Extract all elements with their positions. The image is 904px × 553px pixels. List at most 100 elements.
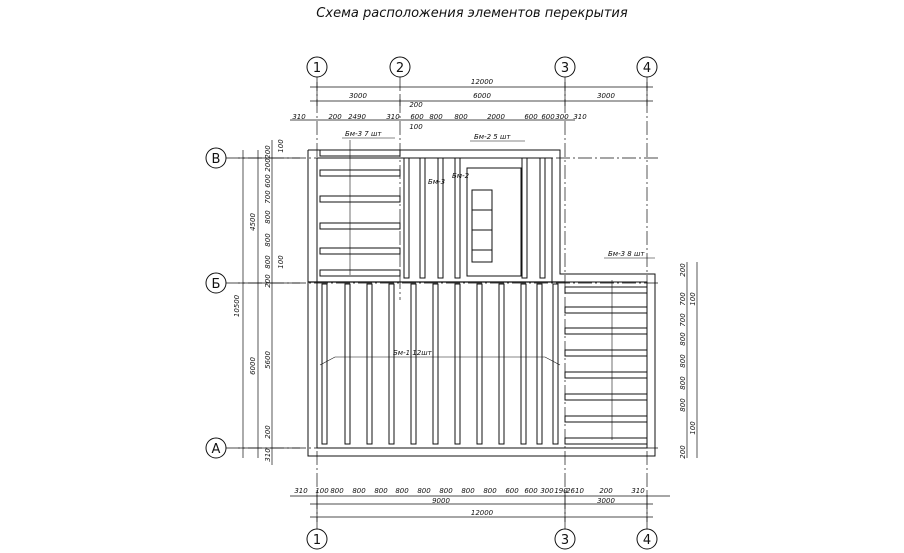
axis-lines [226,77,660,529]
label-bm3-7: Бм-3 7 шт [345,130,382,138]
dim-left-span: 4500 [249,213,257,231]
dim-left-span: 6000 [249,357,257,375]
top-detail-dims: 310 200 2490 310 600 800 800 2000 600 60… [292,113,587,121]
dim-left-detail: 310 [264,448,272,462]
axis-3-top: 3 [561,61,569,76]
dim-top-100: 100 [409,123,423,131]
axis-V: В [212,152,221,167]
dim-left-span-1-wrap: 4500 [249,213,257,231]
dim-left-detail: 200 [264,274,272,288]
stair-opening [466,167,522,277]
dim-top-detail: 600 [410,113,424,121]
dim-bottom-detail: 800 [483,487,497,495]
dim-right-detail: 100 [689,421,697,435]
dim-bottom-detail: 800 [439,487,453,495]
dim-top-detail: 600 [524,113,538,121]
dim-left-detail: 600 [264,174,272,188]
dim-bottom-span-2: 3000 [597,497,615,505]
dim-top-span-3: 3000 [597,92,615,100]
dim-right-detail: 700 [679,292,687,306]
dim-bottom-detail: 190 [554,487,568,495]
dim-left-detail: 100 [277,139,285,153]
dim-right-detail: 800 [679,332,687,346]
left-dimensions [238,140,300,465]
dim-top-detail: 300 [555,113,569,121]
dim-bottom-detail: 600 [505,487,519,495]
dim-top-detail: 310 [292,113,306,121]
dim-right-detail: 700 [679,313,687,327]
dim-top-detail: 800 [429,113,443,121]
dim-left-sub-1-wrap: 5600 [264,351,272,369]
dim-bottom-detail: 800 [417,487,431,495]
dim-bottom-detail: 800 [374,487,388,495]
dim-top-detail: 800 [454,113,468,121]
dim-left-detail: 800 [264,255,272,269]
axis-markers-bottom: 1 3 4 [306,528,658,550]
right-detail-dims: 200 700 100 700 800 800 800 800 100 200 [679,263,697,459]
dim-top-detail: 600 [541,113,555,121]
dim-top-detail: 2490 [348,113,366,121]
dim-left-detail: 800 [264,233,272,247]
axis-A: А [212,442,221,457]
beams-lower-main [308,281,565,445]
label-bm1-12: Бм-1 12шт [393,349,433,357]
dim-left-detail: 700 [264,190,272,204]
dim-bottom-detail: 2610 [566,487,584,495]
dim-left-sub-2-wrap: 200 [264,425,272,439]
dim-left-total-wrap: 10500 [233,294,241,317]
axis-3-bottom: 3 [561,533,569,548]
dim-left-detail: 100 [277,255,285,269]
label-bm3-small: Бм-3 [428,178,445,186]
dim-bottom-detail: 800 [461,487,475,495]
dim-bottom-detail: 310 [294,487,308,495]
dim-bottom-detail: 800 [352,487,366,495]
dim-bottom-total: 12000 [471,509,494,517]
dim-top-span-2: 6000 [473,92,491,100]
axis-4-top: 4 [643,61,651,76]
dim-top-detail: 2000 [487,113,505,121]
dim-left-span-2-wrap: 6000 [249,357,257,375]
dim-bottom-detail: 100 [315,487,329,495]
drawing-title: Схема расположения элементов перекрытия [316,6,628,21]
label-bm2-small: Бм-2 [452,172,470,180]
label-bm2-5: Бм-2 5 шт [474,133,511,141]
beams-right [564,280,648,445]
dim-left-sub: 200 [264,425,272,439]
dim-left-detail: 200 [264,158,272,172]
dim-bottom-detail: 800 [395,487,409,495]
dim-left-detail: 800 [264,210,272,224]
axis-B: Б [212,277,221,292]
dim-left-total: 10500 [233,294,241,317]
axis-1-bottom: 1 [313,533,321,548]
dim-right-detail: 100 [689,292,697,306]
left-detail-dims-upper: 100 200 200 600 700 800 800 800 100 [264,139,285,269]
dim-top-total: 12000 [471,78,494,86]
dim-right-detail: 800 [679,398,687,412]
dim-top-detail: 310 [386,113,400,121]
dim-left-detail: 200 [264,145,272,159]
dim-top-detail: 200 [328,113,342,121]
label-bm3-8: Бм-3 8 шт [608,250,645,258]
dim-right-detail: 200 [679,263,687,277]
dim-bottom-detail: 300 [540,487,554,495]
dim-top-detail: 310 [573,113,587,121]
dim-bottom-span-1: 9000 [432,497,450,505]
left-detail-dims-lower: 200 310 [264,274,272,462]
axis-1-top: 1 [313,61,321,76]
dim-top-200: 200 [409,101,423,109]
bottom-detail-dims: 310 100 800 800 800 800 800 800 800 800 … [294,487,645,495]
dim-right-detail: 200 [679,445,687,459]
axis-4-bottom: 4 [643,533,651,548]
dim-right-detail: 800 [679,376,687,390]
dim-right-detail: 800 [679,354,687,368]
beams-upper-middle [403,157,546,279]
beams-upper-left [319,140,401,277]
dim-bottom-detail: 200 [599,487,613,495]
top-dimensions [290,82,653,121]
bottom-dimensions [290,492,670,522]
axis-markers-left: В Б А [205,147,227,459]
dim-bottom-detail: 600 [524,487,538,495]
axis-markers-top: 1 2 3 4 [306,56,658,78]
right-dimensions [686,262,698,458]
